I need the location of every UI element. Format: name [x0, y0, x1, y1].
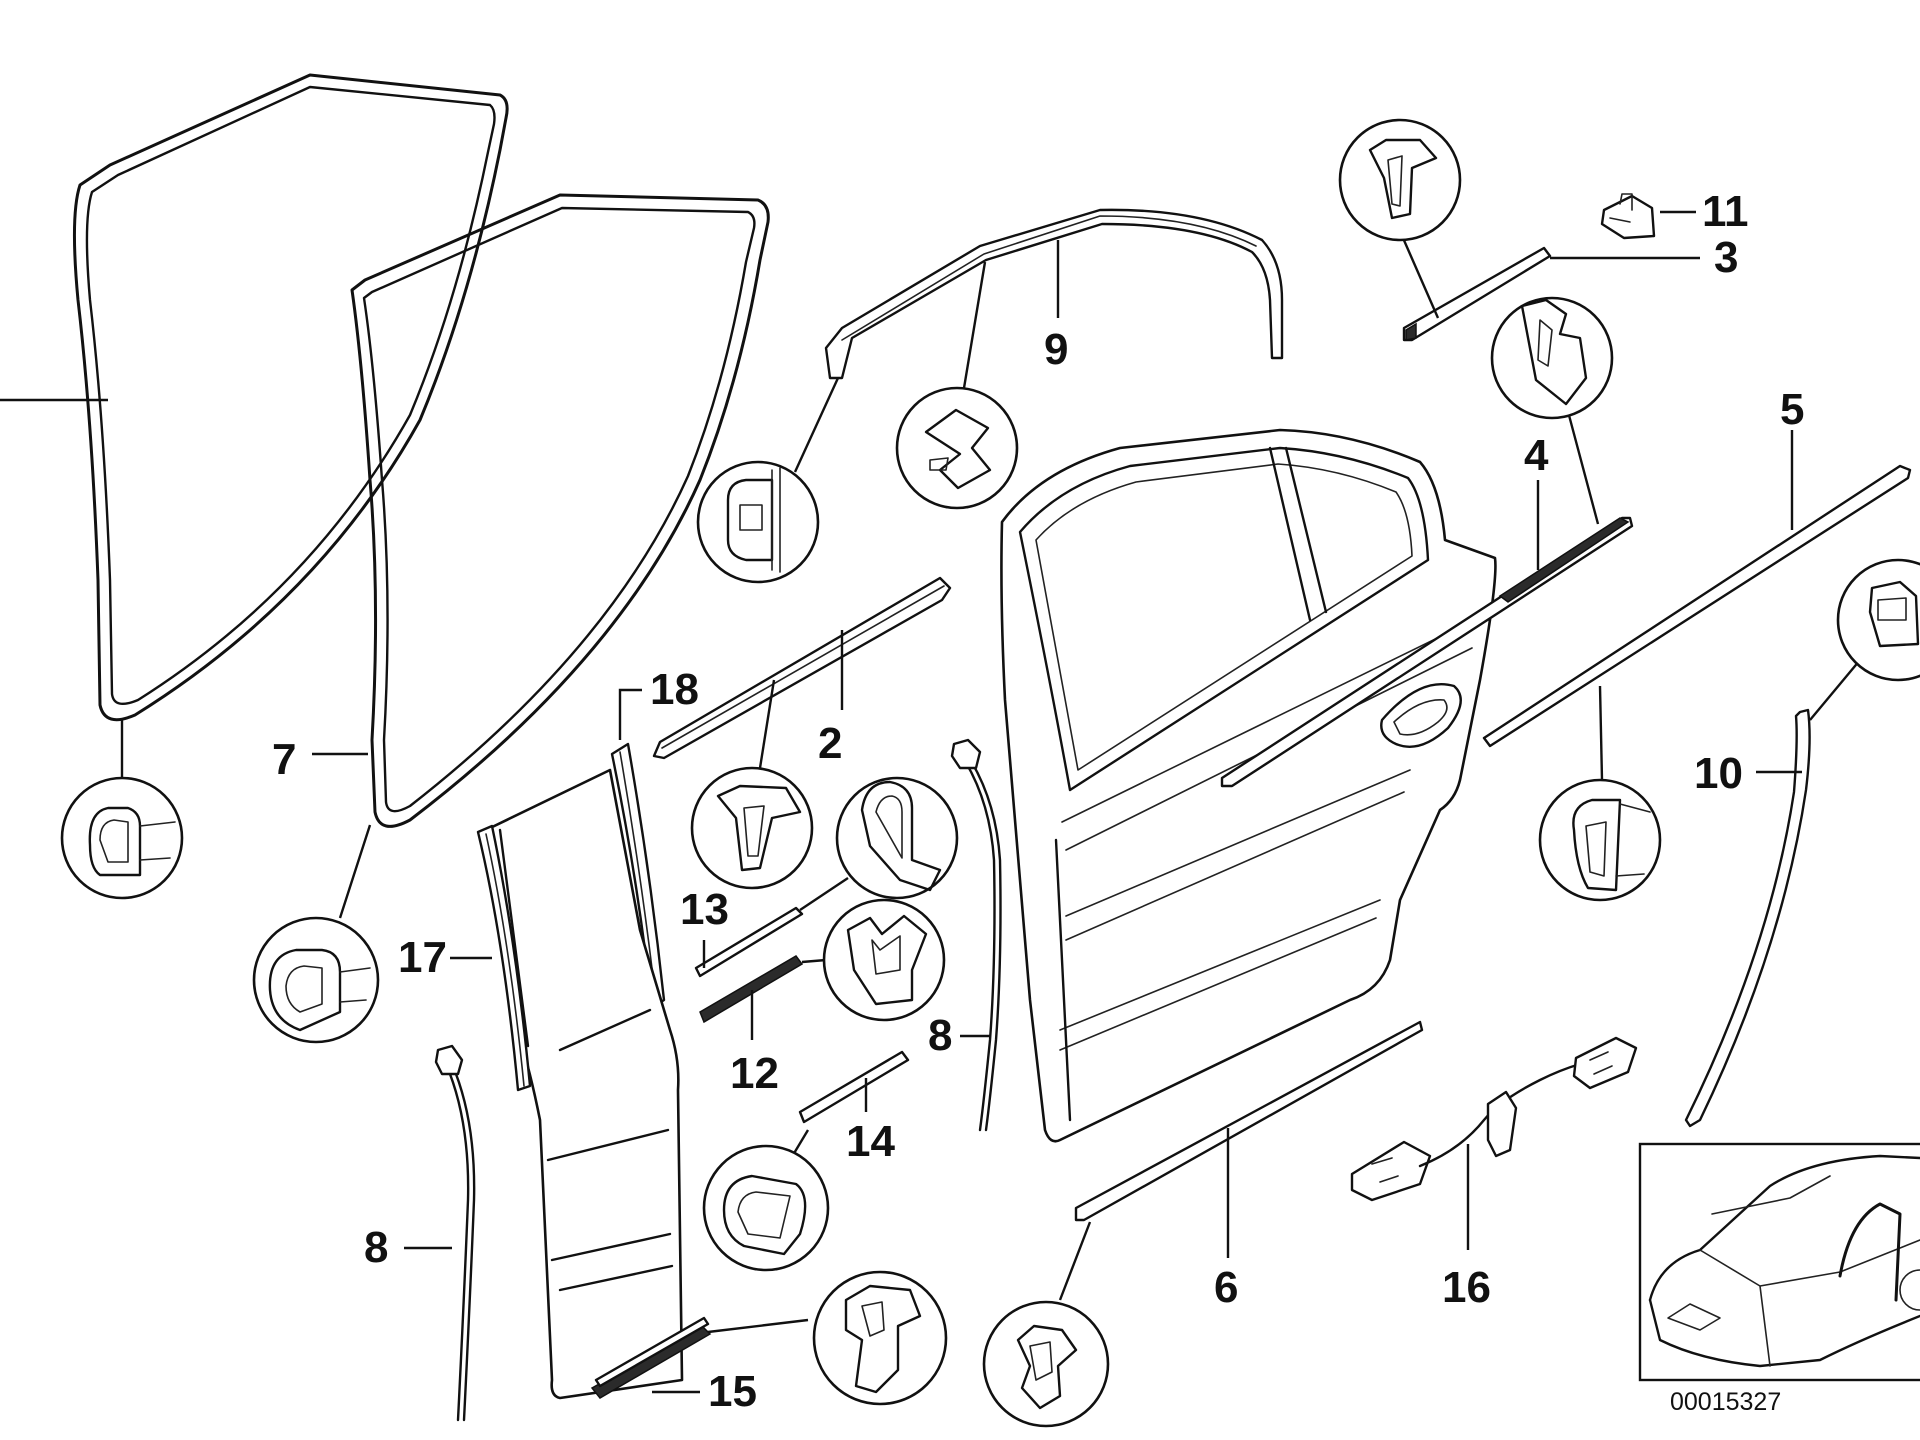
leader-18 [618, 688, 642, 740]
outer-belt-molding-part [1482, 464, 1912, 748]
pillar-trim-17-part [476, 824, 532, 1092]
drain-hose-8-upper-part [950, 738, 1002, 1132]
callout-4: 4 [1524, 431, 1549, 480]
door-sill-molding-part [1074, 1020, 1424, 1222]
callout-5: 5 [1780, 385, 1804, 434]
clip-part [1600, 193, 1656, 240]
strip-2-profile-detail [690, 679, 814, 890]
sill-15-profile-detail [707, 1270, 948, 1406]
drain-hose-8-lower-part [434, 1044, 476, 1422]
callout-18: 18 [650, 665, 699, 714]
callout-8b: 8 [928, 1011, 952, 1060]
callout-13: 13 [680, 885, 729, 934]
seal-12-profile-detail [801, 898, 946, 1022]
door-seal-outer-part [72, 73, 509, 722]
rear-quarter-panel-part [484, 768, 684, 1400]
molding-3-profile-detail [1338, 118, 1462, 319]
vehicle-locator-inset [1638, 1142, 1920, 1382]
callout-2: 2 [818, 719, 842, 768]
seal-strip-13-part [694, 906, 804, 978]
document-number: 00015327 [1670, 1388, 1781, 1416]
callout-10: 10 [1694, 749, 1743, 798]
callout-8a: 8 [364, 1223, 388, 1272]
seal-10-profile-detail [1809, 558, 1920, 721]
callout-14: 14 [846, 1117, 895, 1166]
belt-5-profile-detail [1538, 685, 1662, 902]
belt-4-profile-detail [1490, 296, 1614, 525]
seal-7-profile-detail [252, 824, 380, 1044]
channel-9-profile-detail [895, 261, 1019, 510]
cable-harness-part [1350, 1036, 1638, 1202]
seal-strip-14-part [798, 1050, 910, 1124]
channel-9-end-detail [696, 377, 840, 584]
callout-17: 17 [398, 933, 447, 982]
callout-6: 6 [1214, 1263, 1238, 1312]
seal-14-profile-detail [702, 1129, 830, 1272]
door-seal-inner-part [350, 193, 770, 828]
seal-13-profile-detail [799, 776, 959, 911]
molding-end-part [1402, 246, 1552, 342]
window-channel-part [824, 208, 1284, 380]
seal-strip-12-part [699, 955, 804, 1024]
belt-molding-part [1220, 516, 1634, 788]
seal-1-profile-detail [60, 718, 184, 900]
callout-15: 15 [708, 1367, 757, 1416]
rear-door-part [1000, 428, 1497, 1143]
callout-12: 12 [730, 1049, 779, 1098]
sill-seal-part [590, 1316, 712, 1399]
window-strip-part [652, 576, 952, 760]
callout-11: 11 [1702, 187, 1749, 236]
edge-seal-part [1684, 708, 1811, 1128]
callout-3: 3 [1714, 233, 1738, 282]
sill-6-profile-detail [982, 1221, 1110, 1428]
callout-16: 16 [1442, 1263, 1491, 1312]
callout-9: 9 [1044, 325, 1068, 374]
callout-7: 7 [272, 735, 296, 784]
